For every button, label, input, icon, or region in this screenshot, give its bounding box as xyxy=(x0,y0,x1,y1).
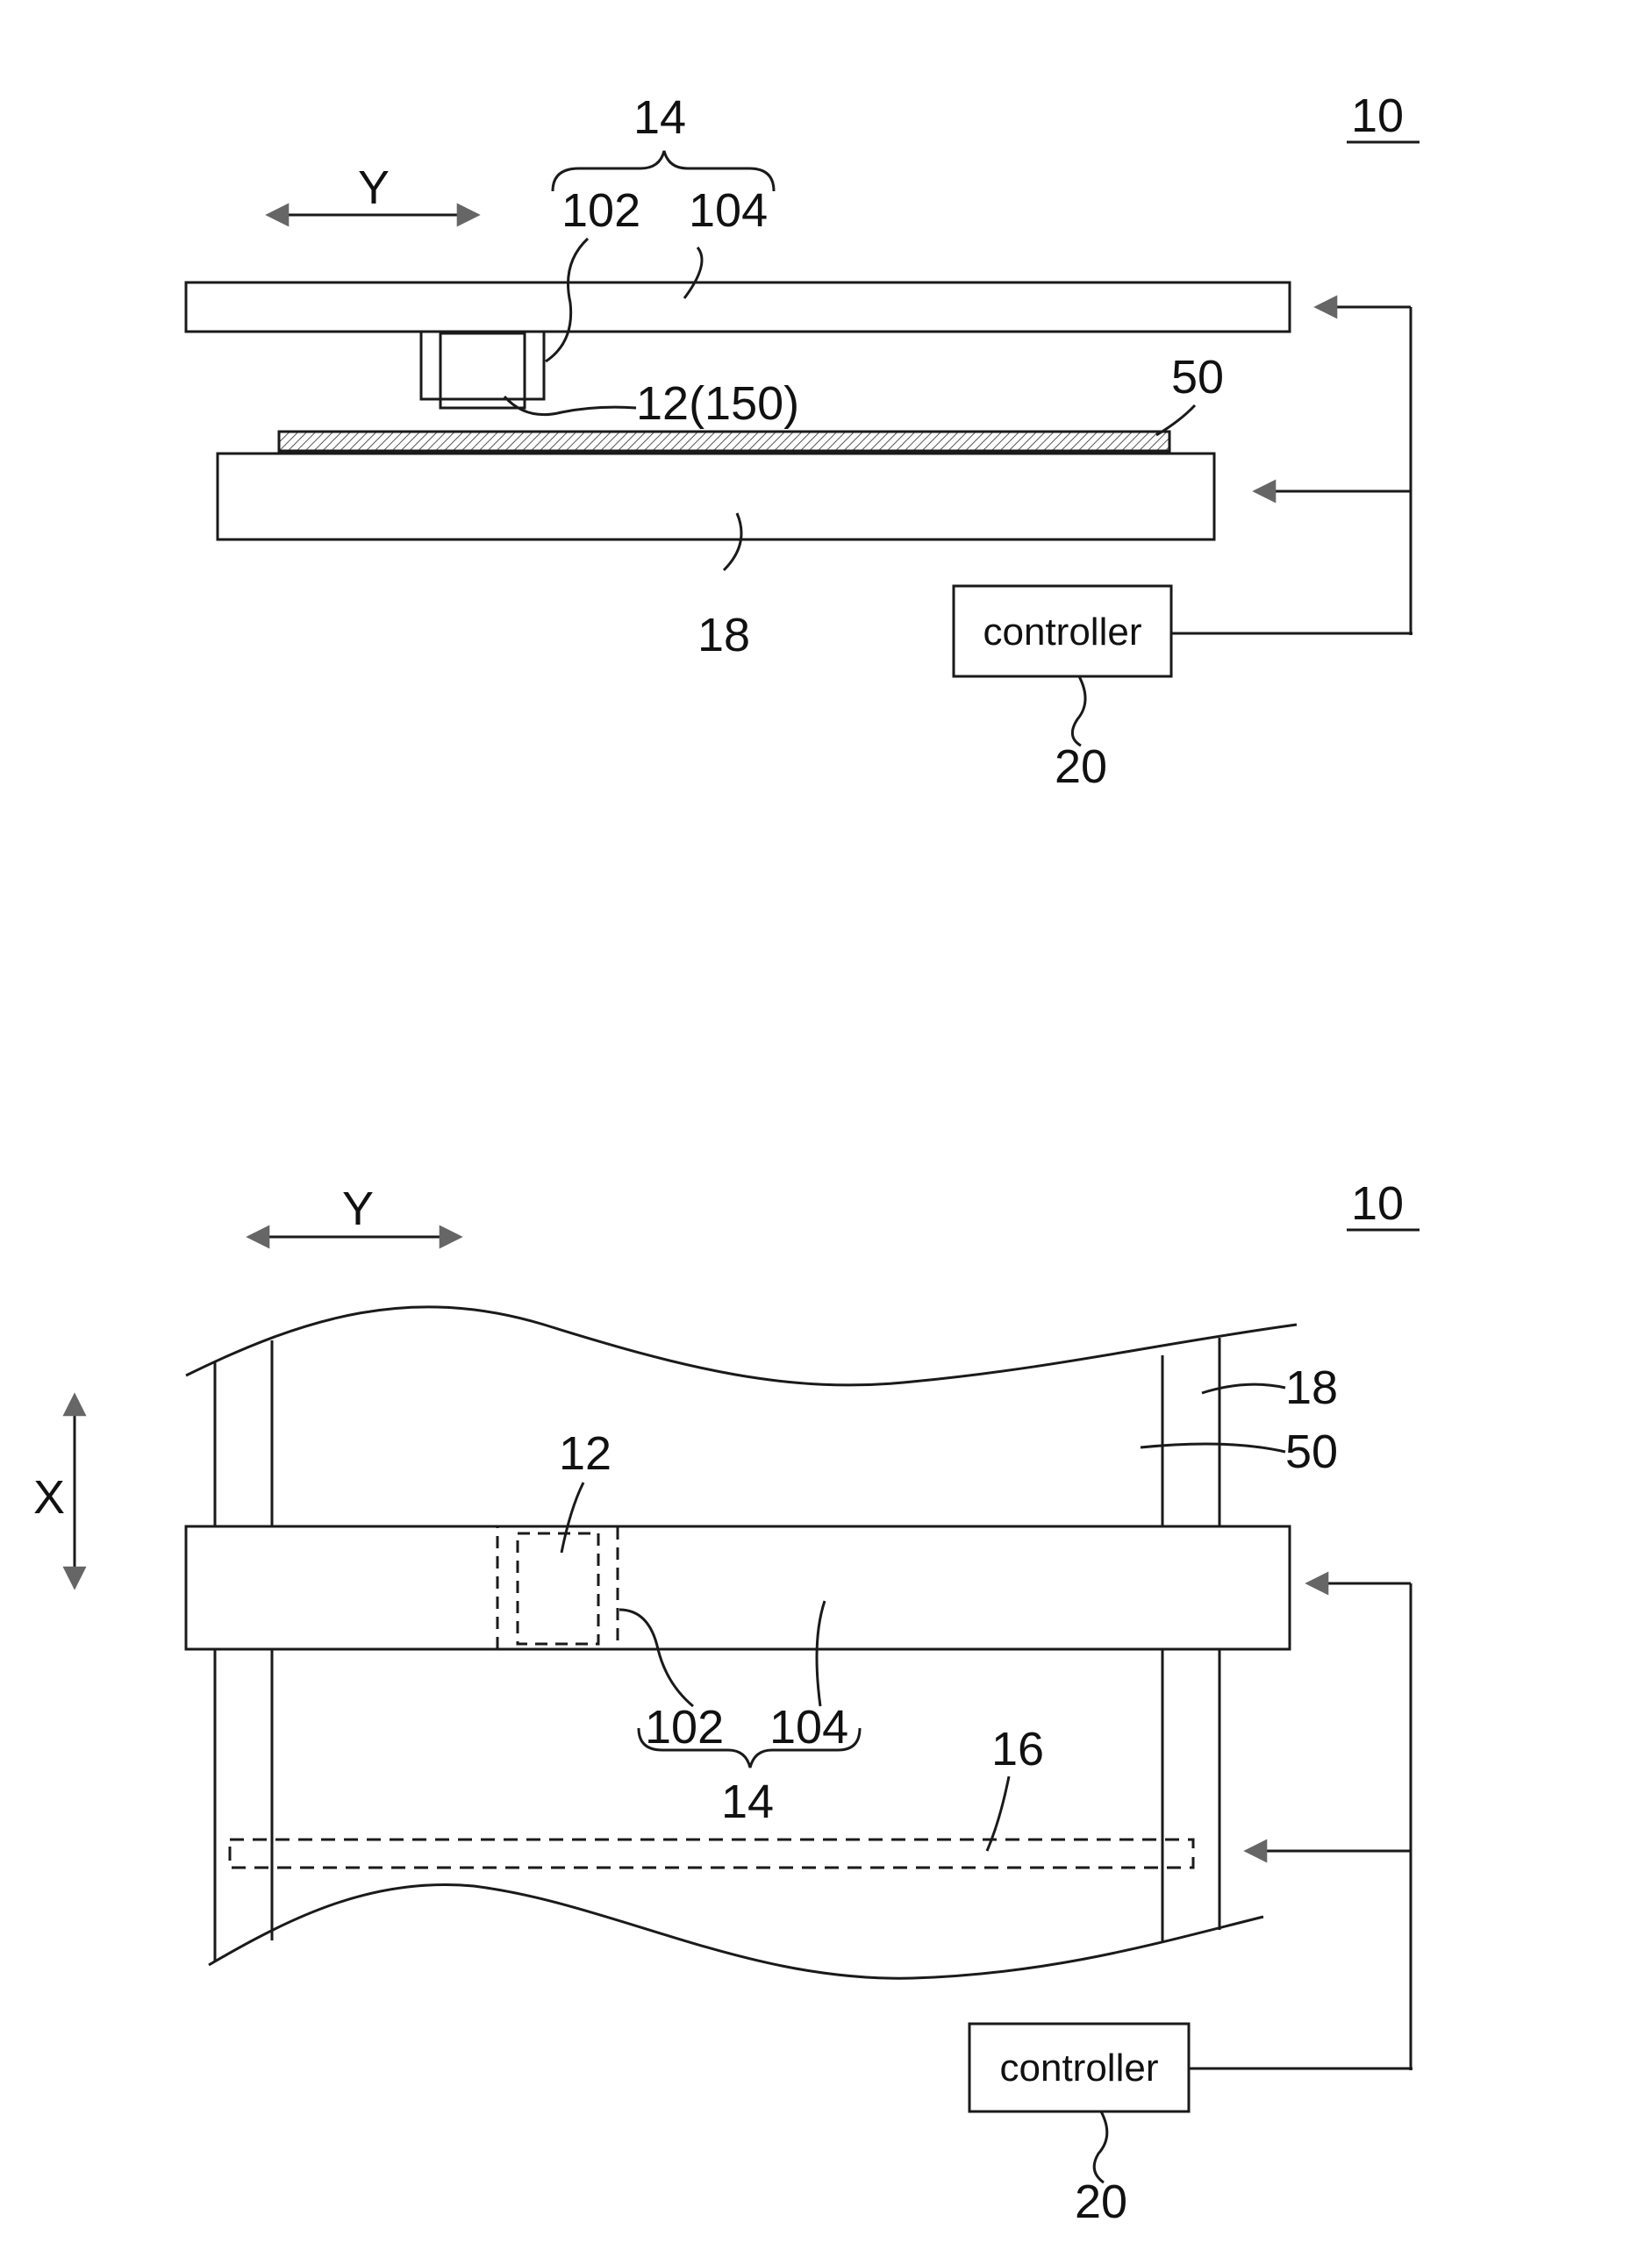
figure-bottom-base-label: 18 xyxy=(1285,1361,1338,1414)
figure-top-controller-ref-label: 20 xyxy=(1055,740,1107,793)
figure-top-base xyxy=(218,454,1214,539)
figure-top-controller-ref-leader xyxy=(1072,676,1085,746)
figure-top-assembly-label: 14 xyxy=(633,91,686,144)
figure-bottom-layer-label: 50 xyxy=(1285,1425,1338,1478)
figure-top-side-view: 10 Y 14 102 104 12(150) 50 18 controller xyxy=(186,89,1420,793)
figure-bottom-sensor-label: 16 xyxy=(991,1723,1044,1776)
figure-bottom-part-a-label: 102 xyxy=(645,1701,724,1754)
figure-top-layer-leader xyxy=(1156,405,1195,435)
figure-bottom-head-label: 12 xyxy=(559,1427,611,1480)
figure-top-layer xyxy=(279,432,1169,451)
figure-top-part-b-label: 104 xyxy=(689,184,768,237)
figure-bottom-bottom-break-line xyxy=(209,1884,1263,1978)
figure-bottom-ref-number: 10 xyxy=(1351,1177,1404,1230)
figure-bottom-sensor-bar xyxy=(230,1840,1193,1868)
figure-top-head-label: 12(150) xyxy=(636,377,799,430)
figure-bottom-controller-ref-leader xyxy=(1094,2111,1107,2183)
figure-bottom-top-break-line xyxy=(186,1307,1297,1385)
figure-bottom-base-leader xyxy=(1202,1384,1285,1393)
figure-top-base-leader xyxy=(724,513,741,570)
figure-top-controller-text: controller xyxy=(983,611,1142,654)
figure-bottom-top-view: 10 Y X 18 50 12 102 104 xyxy=(33,1177,1420,2228)
figure-bottom-axis-y-label: Y xyxy=(342,1183,374,1235)
figure-top-part-a-label: 102 xyxy=(561,184,640,237)
figure-top-head xyxy=(440,333,525,408)
figure-top-beam xyxy=(186,282,1290,332)
figure-top-beam-leader xyxy=(684,247,702,298)
figure-bottom-part-b-label: 104 xyxy=(769,1701,848,1754)
figure-bottom-controller-ref-label: 20 xyxy=(1075,2176,1127,2228)
figure-bottom-beam xyxy=(186,1526,1290,1649)
figure-bottom-assembly-label: 14 xyxy=(721,1776,774,1828)
figure-top-ref-number: 10 xyxy=(1351,89,1404,142)
figure-top-layer-label: 50 xyxy=(1171,351,1224,404)
figure-bottom-axis-x-label: X xyxy=(33,1471,65,1524)
figure-top-part-a-leader xyxy=(546,239,588,361)
figure-top-axis-y-label: Y xyxy=(358,161,390,214)
figure-bottom-controller-text: controller xyxy=(1000,2047,1159,2090)
figure-top-base-label: 18 xyxy=(697,609,750,661)
